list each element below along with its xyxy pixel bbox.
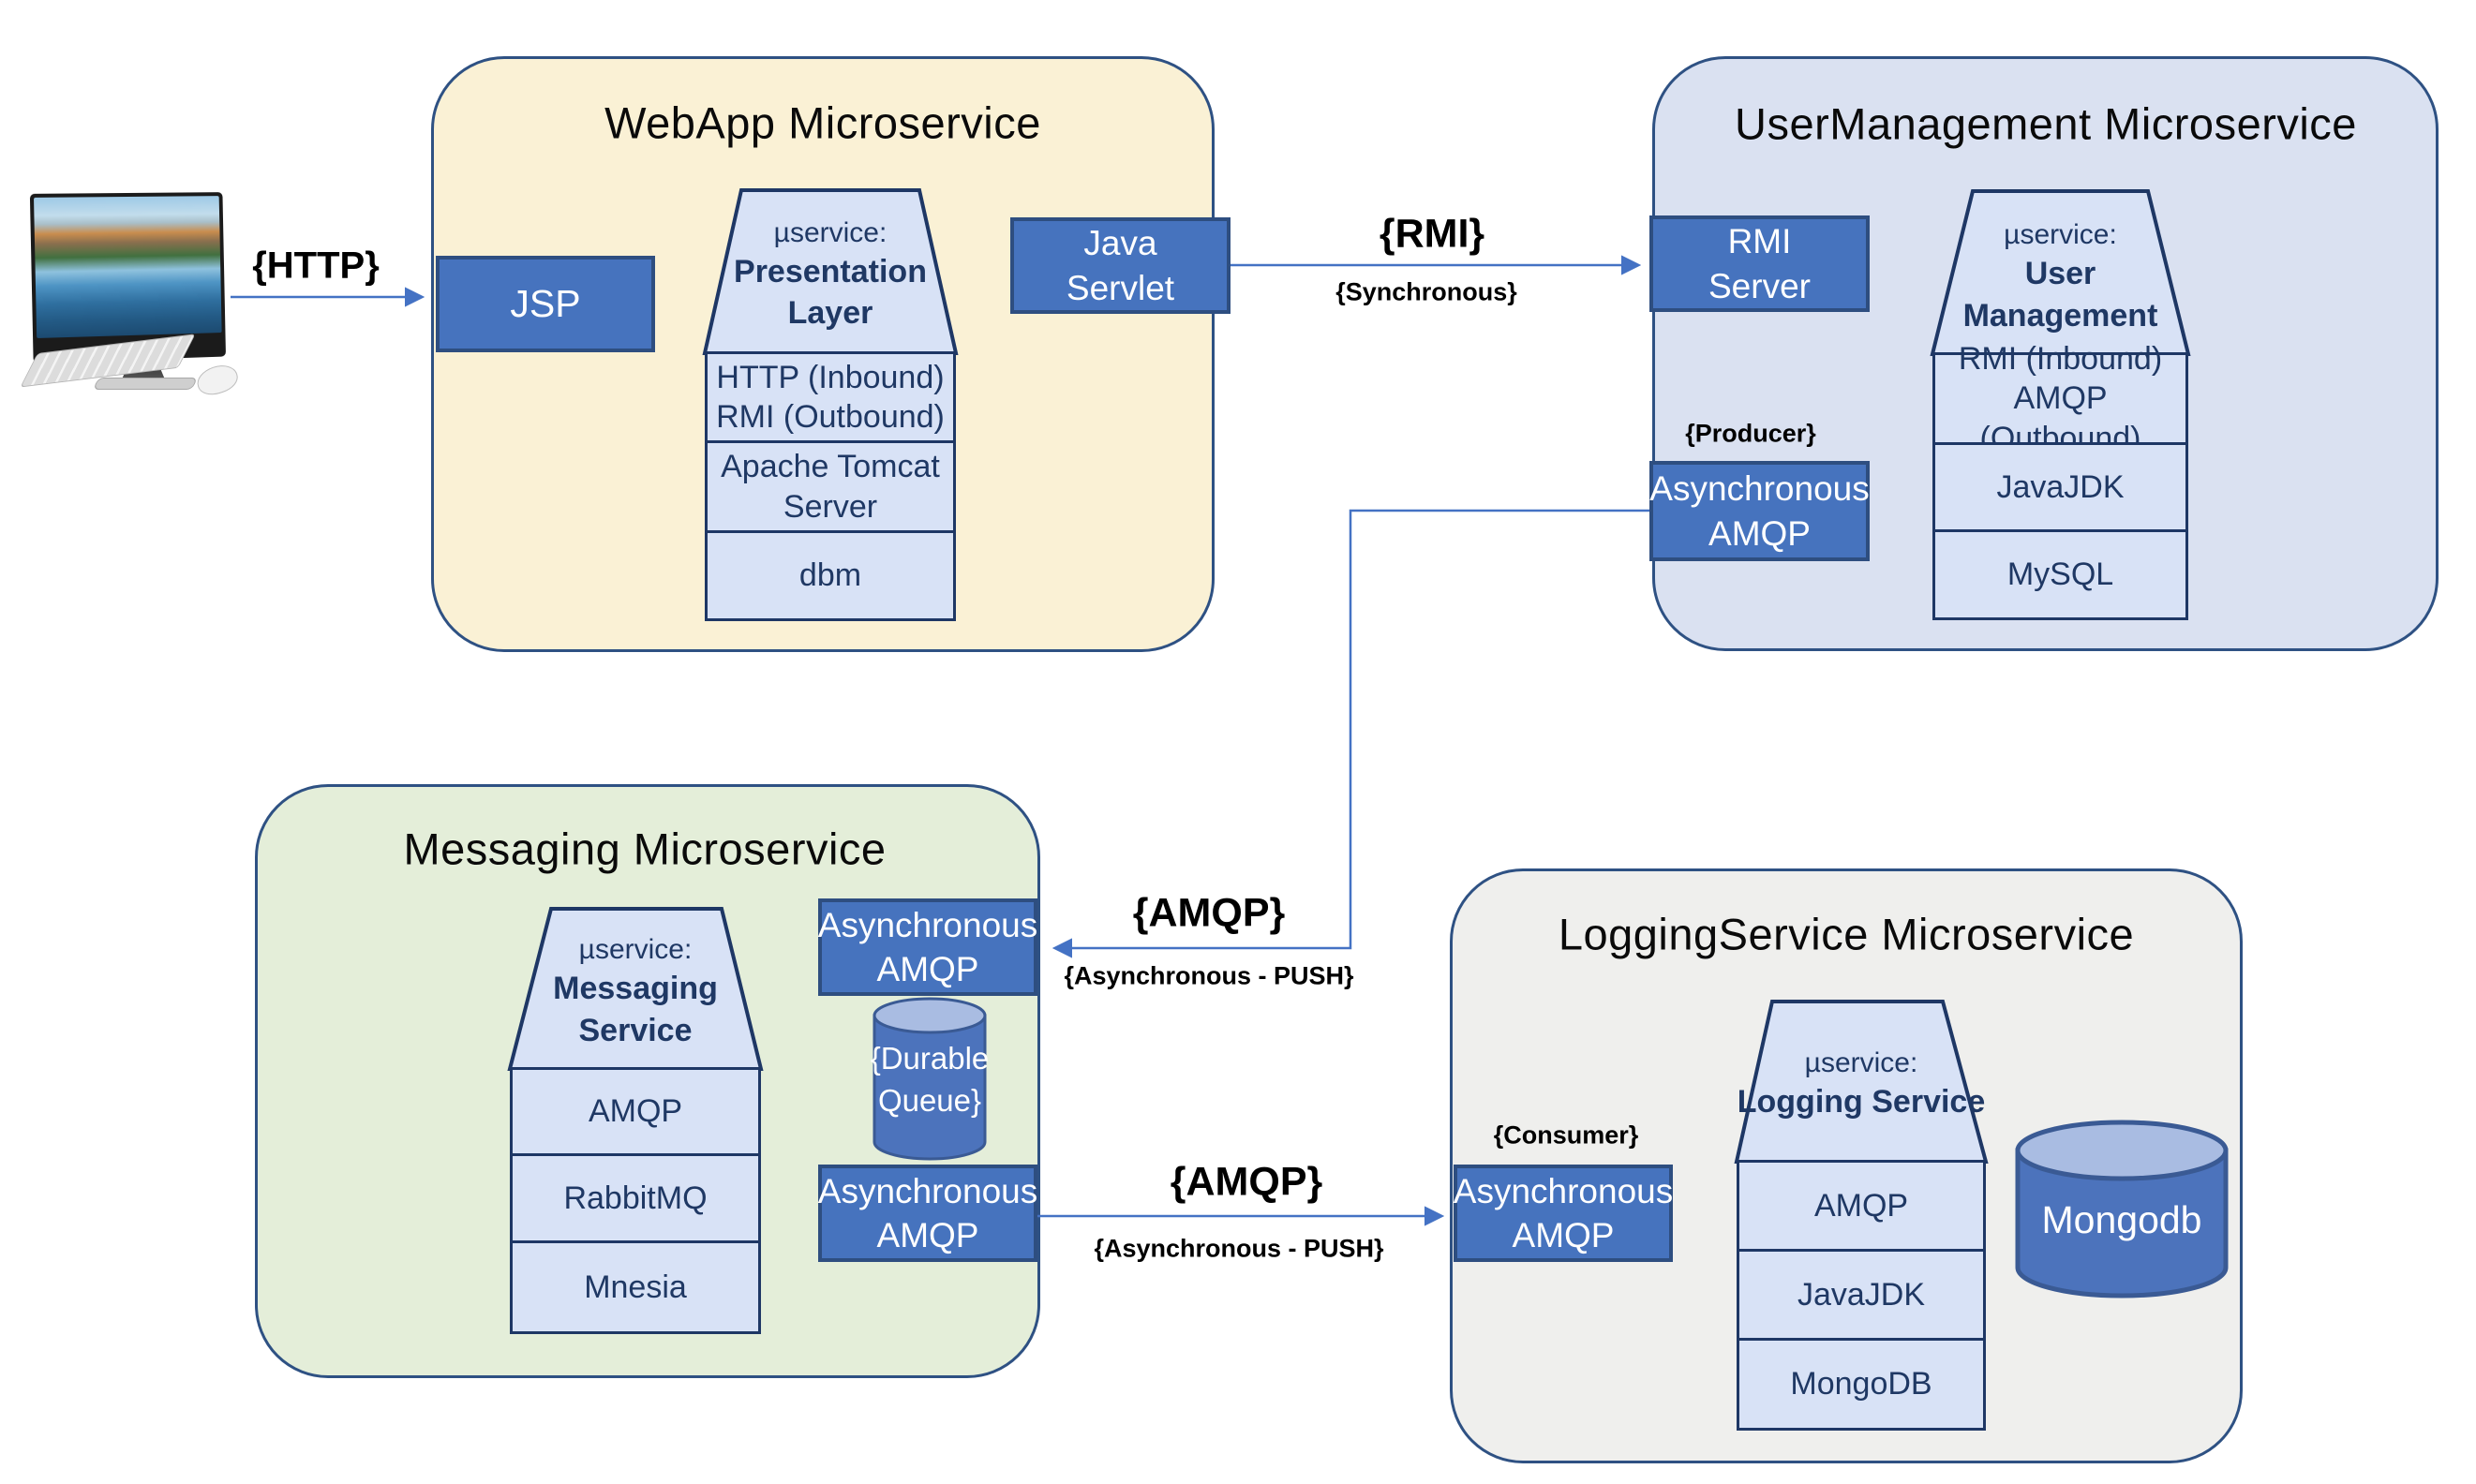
messaging-stack-header: µservice: Messaging Service — [510, 916, 761, 1066]
row-line: Apache Tomcat — [721, 449, 940, 484]
producer-async-line: Asynchronous — [1649, 469, 1870, 509]
java-servlet-line: Servlet — [1066, 268, 1175, 307]
http-label: {HTTP} — [252, 245, 380, 287]
monitor-wallpaper — [34, 196, 222, 339]
messaging-header-line: Service — [578, 1012, 693, 1048]
consumer-label: {Consumer} — [1493, 1120, 1639, 1150]
usermanagement-row-javajdk: JavaJDK — [1932, 442, 2188, 532]
usermanagement-row-mysql: MySQL — [1932, 529, 2188, 620]
amqp-bottom-sub-label: {Asynchronous - PUSH} — [1094, 1234, 1384, 1263]
logging-row-mongodb: MongoDB — [1737, 1338, 1986, 1431]
presentation-row-dbm: dbm — [705, 530, 956, 621]
rmi-server-line: Server — [1708, 266, 1811, 305]
mouse — [193, 360, 242, 400]
logging-header-line: Logging Service — [1737, 1084, 1986, 1120]
logging-row-javajdk: JavaJDK — [1737, 1249, 1986, 1341]
row-line: AMQP — [588, 1093, 683, 1130]
messaging-async-bottom-line: Asynchronous — [817, 1171, 1038, 1210]
rmi-server-line: RMI — [1727, 222, 1792, 261]
amqp-top-label: {AMQP} — [1132, 890, 1286, 936]
usermanagement-header-prefix: µservice: — [2004, 219, 2117, 251]
messaging-title: Messaging Microservice — [403, 824, 887, 874]
row-line: AMQP — [1813, 1187, 1909, 1224]
presentation-row-tomcat: Apache Tomcat Server — [705, 440, 956, 533]
messaging-async-top-line: Asynchronous — [817, 905, 1038, 944]
logging-title: LoggingService Microservice — [1558, 909, 2135, 959]
consumer-async-line: Asynchronous — [1453, 1171, 1674, 1210]
row-line: MySQL — [2006, 556, 2114, 593]
presentation-header-line: Presentation — [734, 253, 927, 289]
producer-label: {Producer} — [1685, 419, 1816, 448]
consumer-async-line: AMQP — [1512, 1216, 1615, 1254]
rmi-label: {RMI} — [1379, 211, 1485, 257]
messaging-async-amqp-bottom-box: Asynchronous AMQP — [818, 1165, 1037, 1262]
row-line: RMI (Inbound) — [1958, 340, 2163, 377]
row-line: JavaJDK — [1996, 468, 2125, 505]
logging-stack-header: µservice: Logging Service — [1737, 1009, 1986, 1159]
usermanagement-title: UserManagement Microservice — [1735, 98, 2357, 149]
row-line: HTTP (Inbound) — [716, 359, 945, 395]
usermanagement-header-line: Management — [1962, 297, 2158, 334]
row-line: RabbitMQ — [563, 1180, 708, 1216]
monitor-base — [93, 378, 198, 390]
mongodb-cylinder-text: Mongodb — [2041, 1197, 2202, 1241]
row-line: dbm — [798, 557, 862, 594]
webapp-title: WebApp Microservice — [604, 97, 1041, 148]
messaging-row-amqp: AMQP — [510, 1067, 761, 1156]
consumer-async-amqp-box: Asynchronous AMQP — [1454, 1165, 1673, 1262]
usermanagement-row-protocols: RMI (Inbound) AMQP (Outbound) — [1932, 341, 2188, 456]
presentation-row-protocols: HTTP (Inbound) RMI (Outbound) — [705, 351, 956, 443]
logging-row-amqp: AMQP — [1737, 1160, 1986, 1252]
presentation-header-line: Layer — [787, 295, 873, 331]
usermanagement-header-line: User — [2024, 256, 2096, 292]
messaging-header-line: Messaging — [553, 971, 718, 1007]
messaging-async-bottom-line: AMQP — [876, 1216, 979, 1254]
messaging-row-rabbitmq: RabbitMQ — [510, 1153, 761, 1243]
messaging-async-amqp-top-box: Asynchronous AMQP — [818, 898, 1037, 996]
usermanagement-stack-header: µservice: User Management — [1932, 199, 2188, 354]
rmi-server-box: RMI Server — [1649, 215, 1870, 312]
row-line: Server — [783, 488, 878, 525]
amqp-bottom-label: {AMQP} — [1170, 1159, 1323, 1205]
logging-header-prefix: µservice: — [1804, 1047, 1918, 1079]
messaging-async-top-line: AMQP — [876, 950, 979, 988]
mongodb-cylinder-label: Mongodb — [2018, 1173, 2226, 1267]
presentation-stack-header: µservice: Presentation Layer — [705, 197, 956, 351]
jsp-box: JSP — [436, 256, 655, 352]
messaging-row-mnesia: Mnesia — [510, 1240, 761, 1334]
durable-queue-label: {Durable Queue} — [871, 1026, 990, 1134]
producer-async-amqp-box: Asynchronous AMQP — [1649, 461, 1870, 561]
java-servlet-box: Java Servlet — [1010, 217, 1231, 314]
row-line: Mnesia — [584, 1269, 687, 1305]
client-computer-image: DELL — [9, 183, 244, 400]
durable-queue-line: Queue} — [877, 1082, 982, 1118]
producer-async-line: AMQP — [1708, 513, 1811, 553]
row-line: MongoDB — [1790, 1366, 1932, 1402]
row-line: RMI (Outbound) — [716, 399, 945, 435]
synchronous-label: {Synchronous} — [1335, 277, 1517, 306]
jsp-box-label: JSP — [510, 282, 581, 326]
presentation-header-prefix: µservice: — [773, 216, 887, 248]
amqp-top-sub-label: {Asynchronous - PUSH} — [1064, 961, 1354, 990]
java-servlet-line: Java — [1083, 224, 1157, 263]
durable-queue-line: {Durable — [870, 1040, 990, 1076]
row-line: JavaJDK — [1797, 1276, 1926, 1313]
monitor-screen: DELL — [29, 192, 226, 364]
messaging-header-prefix: µservice: — [578, 934, 693, 966]
